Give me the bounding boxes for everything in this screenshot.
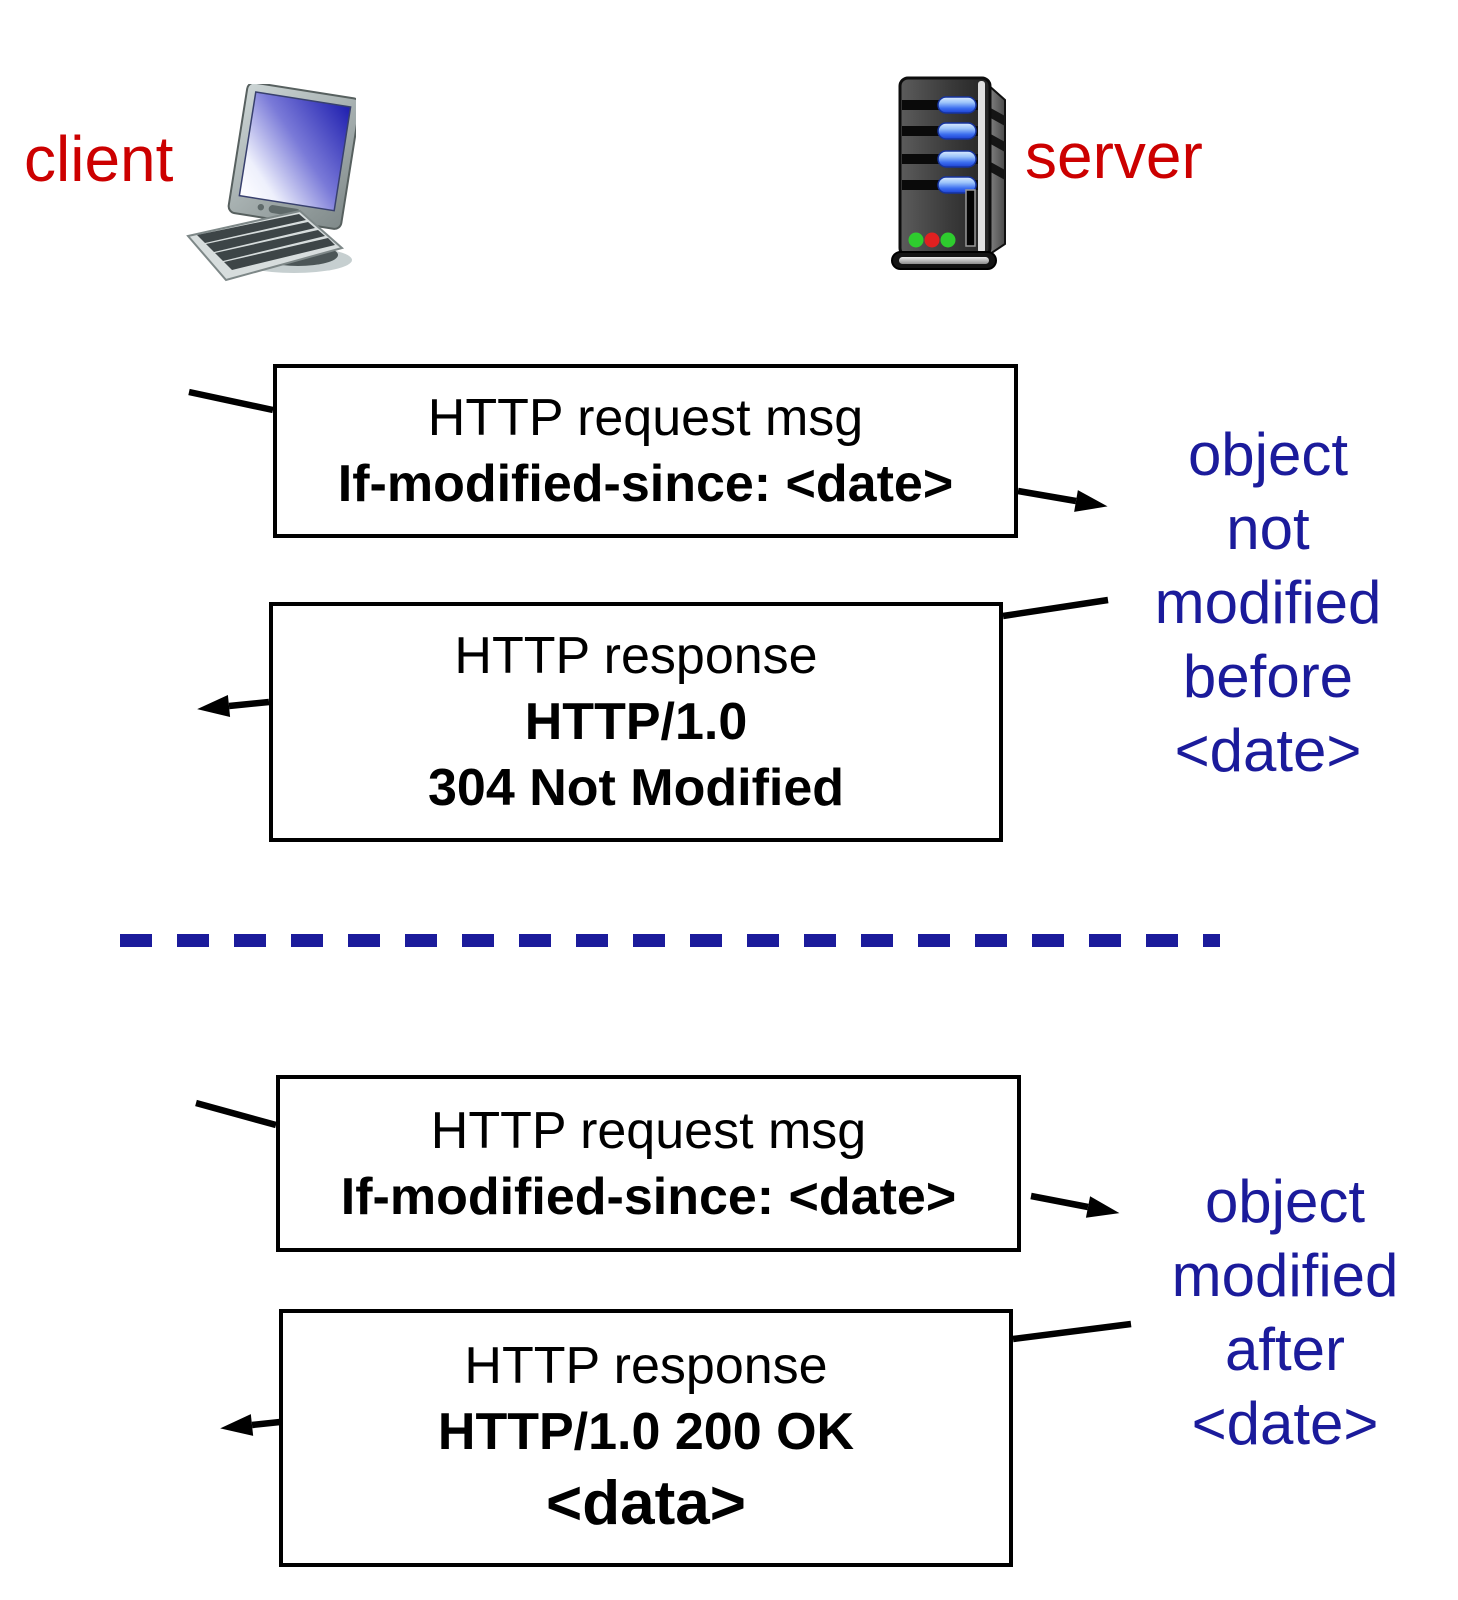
status-leds xyxy=(908,232,956,248)
response2-to-client-arrow xyxy=(220,1414,281,1436)
request-box-2: HTTP request msg If-modified-since: <dat… xyxy=(276,1075,1021,1252)
monitor xyxy=(227,84,356,230)
note-line: object xyxy=(1187,421,1349,488)
server-note-1: object not modified before <date> xyxy=(1093,418,1443,788)
request2-to-server-arrow xyxy=(1030,1192,1120,1218)
request1-to-server-arrow xyxy=(1017,487,1108,512)
drive-bays xyxy=(902,96,978,194)
client-computer-icon xyxy=(186,84,356,282)
note-line: <date> xyxy=(1191,1390,1379,1457)
response-box-2: HTTP response HTTP/1.0 200 OK <data> xyxy=(279,1309,1013,1567)
vent-slot xyxy=(965,189,976,247)
server-note-2: object modified after <date> xyxy=(1110,1165,1458,1461)
request1-header-field: If-modified-since: <date> xyxy=(337,455,954,513)
request2-header-field: If-modified-since: <date> xyxy=(340,1167,957,1226)
request-box-1: HTTP request msg If-modified-since: <dat… xyxy=(273,364,1018,538)
response1-status: 304 Not Modified xyxy=(427,759,845,817)
note-line: <date> xyxy=(1174,717,1362,784)
note-line: object xyxy=(1204,1168,1366,1235)
request1-title: HTTP request msg xyxy=(427,389,864,447)
response2-data: <data> xyxy=(546,1469,746,1538)
note-line: modified xyxy=(1154,569,1382,636)
response2-title: HTTP response xyxy=(464,1337,828,1395)
response1-to-client-arrow xyxy=(197,695,270,717)
client-label: client xyxy=(24,123,174,195)
server-tower-icon xyxy=(891,76,1006,270)
request2-title: HTTP request msg xyxy=(430,1101,867,1160)
response-box-1: HTTP response HTTP/1.0 304 Not Modified xyxy=(269,602,1003,842)
keyboard xyxy=(186,209,345,282)
response2-status: HTTP/1.0 200 OK xyxy=(437,1403,855,1461)
note-line: modified xyxy=(1171,1242,1399,1309)
note-line: after xyxy=(1224,1316,1346,1383)
dashed-separator-line xyxy=(120,934,1220,947)
server-label: server xyxy=(1025,120,1203,192)
monitor-screen xyxy=(238,91,352,212)
note-line: before xyxy=(1182,643,1354,710)
note-line: not xyxy=(1226,495,1310,562)
response1-version: HTTP/1.0 xyxy=(524,693,748,751)
client-to-request2-line xyxy=(195,1099,277,1129)
response1-title: HTTP response xyxy=(454,627,818,685)
client-to-request1-line xyxy=(188,388,274,414)
